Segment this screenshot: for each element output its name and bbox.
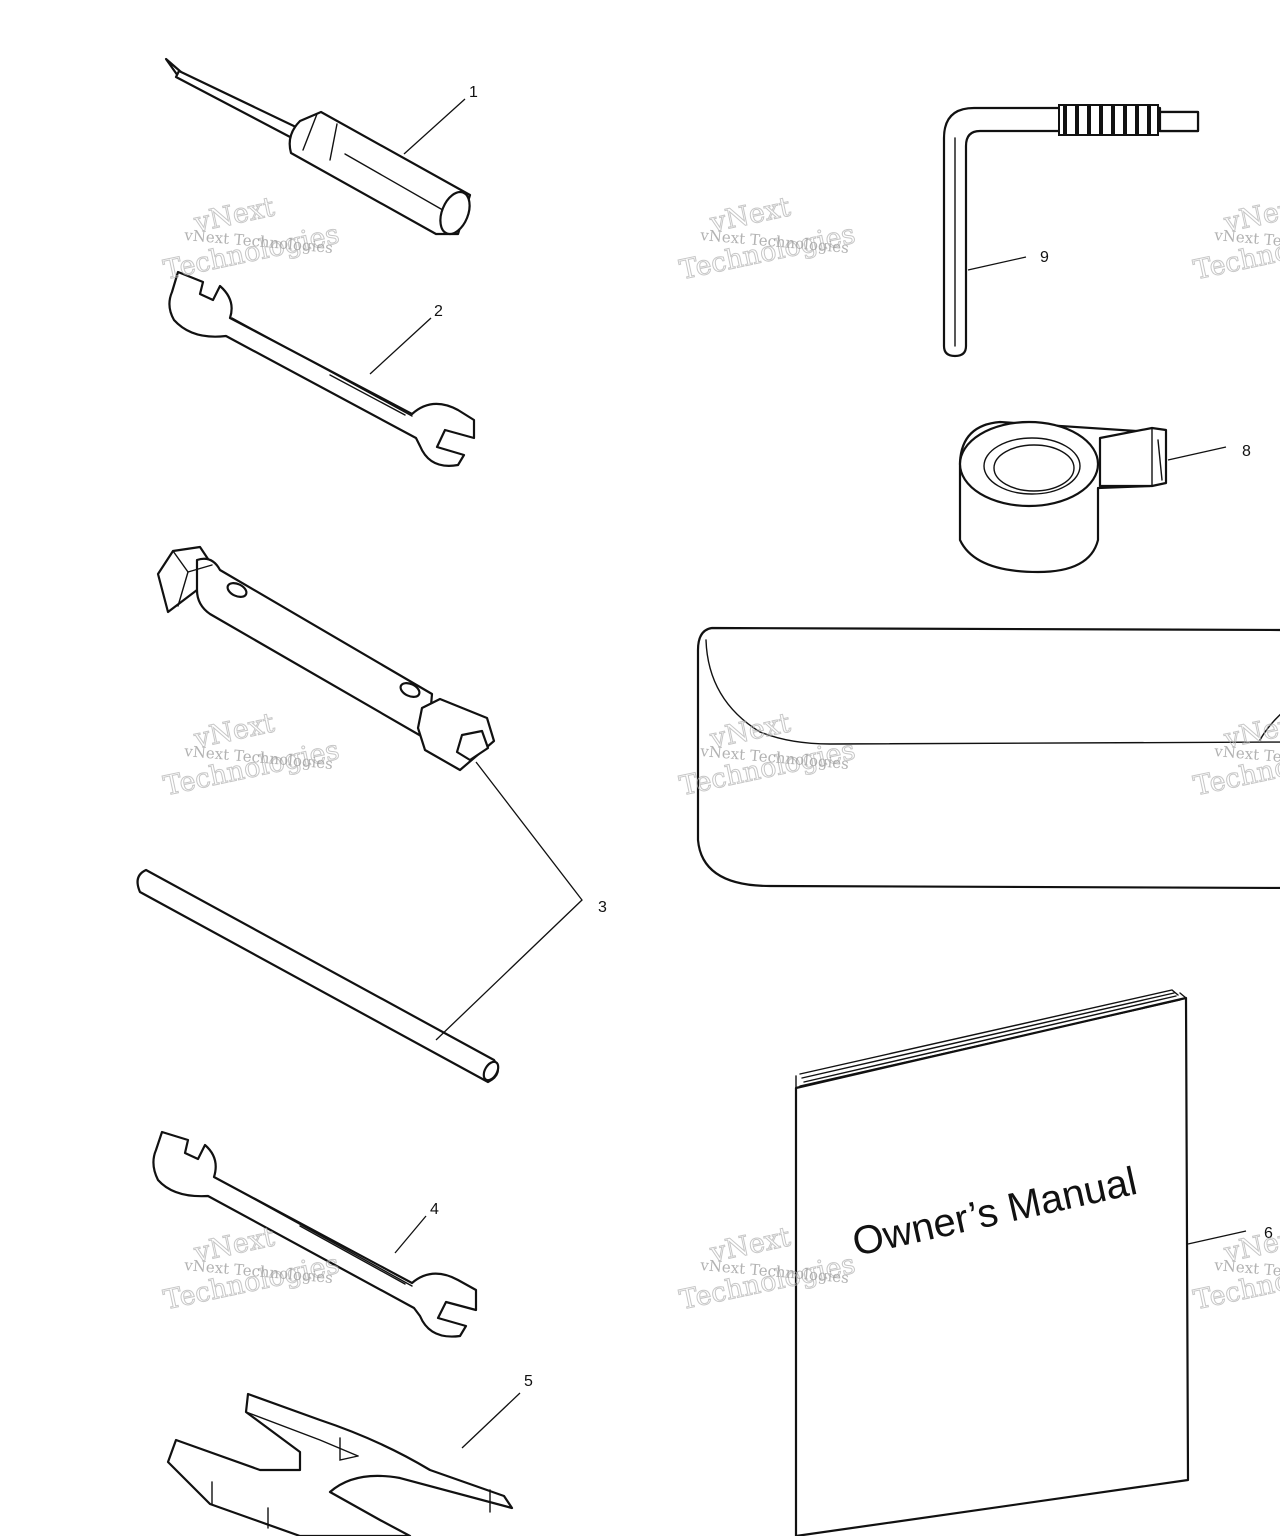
callout-4: 4 bbox=[430, 1201, 439, 1218]
grip-coil bbox=[1058, 104, 1159, 136]
open-end-wrench-icon bbox=[168, 270, 476, 467]
spark-plug-socket-wrench-icon bbox=[156, 545, 496, 772]
screwdriver-icon bbox=[164, 57, 472, 236]
callout-6: 6 bbox=[1264, 1225, 1273, 1242]
open-end-wrench-icon bbox=[152, 1130, 478, 1338]
tool-pouch-icon bbox=[696, 626, 1280, 890]
tommy-bar-icon bbox=[136, 868, 500, 1084]
spanner-wrench-icon bbox=[166, 1392, 514, 1536]
leader-lines bbox=[369, 98, 1247, 1449]
callout-1: 1 bbox=[469, 84, 478, 101]
callout-labels: 1 2 3 4 5 6 8 9 bbox=[430, 84, 1273, 1390]
callout-9: 9 bbox=[1040, 249, 1049, 266]
callout-5: 5 bbox=[524, 1373, 533, 1390]
hex-key-icon bbox=[942, 104, 1200, 358]
tape-roll-icon bbox=[958, 420, 1168, 574]
owners-manual-icon: Owner’s Manual bbox=[794, 989, 1190, 1536]
callout-2: 2 bbox=[434, 303, 443, 320]
callout-8: 8 bbox=[1242, 443, 1251, 460]
callout-3: 3 bbox=[598, 899, 607, 916]
